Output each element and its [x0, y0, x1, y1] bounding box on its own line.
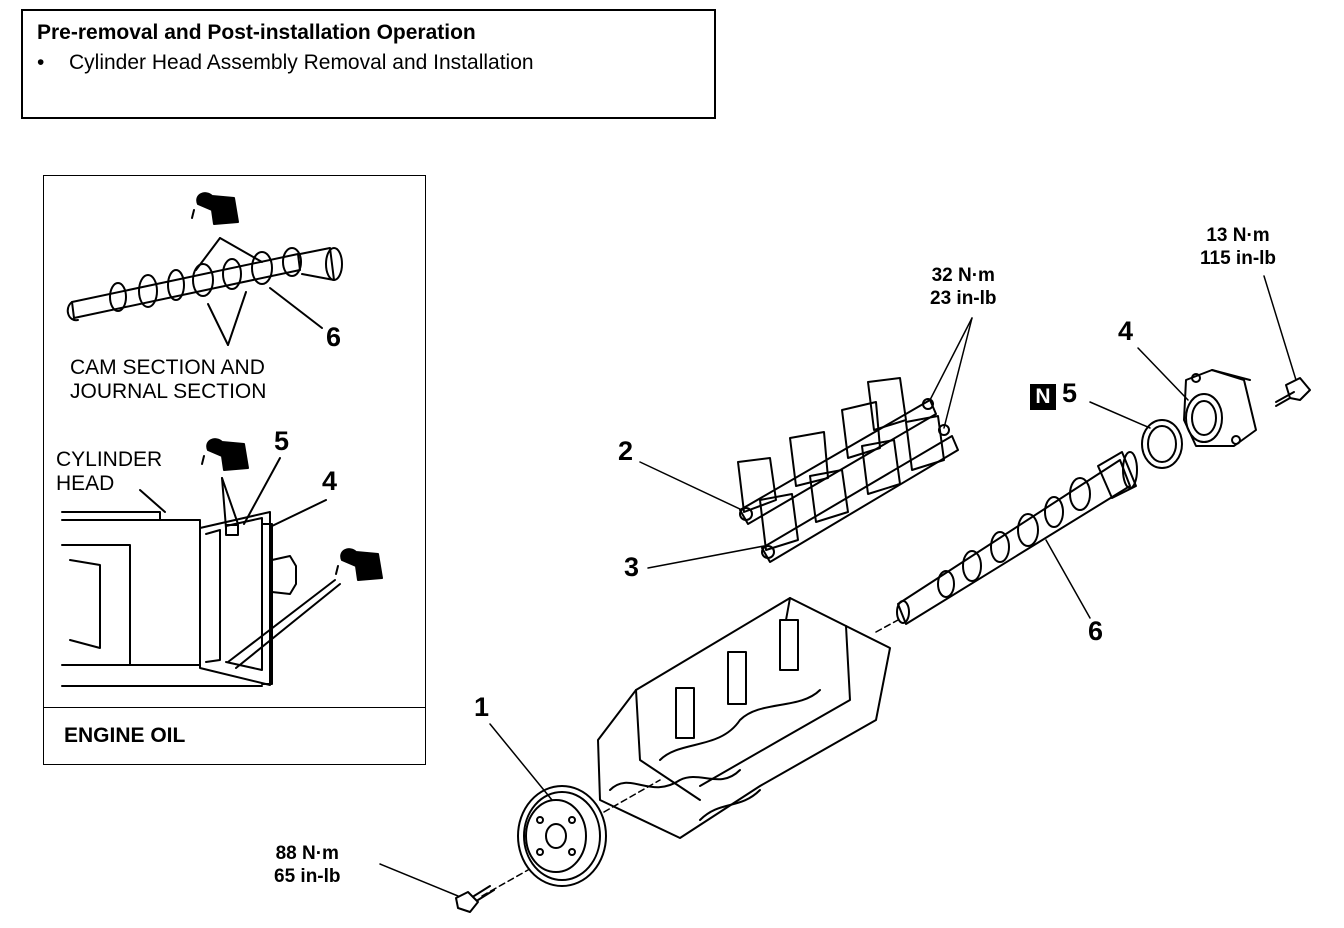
engine-oil-legend: ENGINE OIL: [64, 724, 186, 747]
cylinder-head: [597, 597, 891, 839]
inset-camshaft: [66, 237, 343, 346]
cylinder-label: CYLINDER: [56, 448, 163, 471]
callout-6: 6: [1088, 616, 1104, 646]
bullet-icon: •: [37, 51, 45, 74]
inset-divider: [44, 707, 425, 708]
inset-cylinder-head-section: [61, 457, 341, 687]
leader-lines: [379, 275, 1297, 897]
oil-can-icon: [191, 192, 239, 225]
header-list-item: • Cylinder Head Assembly Removal and Ins…: [37, 51, 534, 75]
thrust-torque-inlb: 115 in-lb: [1200, 248, 1277, 269]
rocker-torque-inlb: 23 in-lb: [930, 288, 997, 309]
thrust-torque-nm: 13 N·m: [1206, 225, 1270, 246]
callout-2: 2: [618, 436, 634, 466]
header-title: Pre-removal and Post-installation Operat…: [37, 21, 476, 44]
thrust-torque-spec: 13 N·m 115 in-lb: [1200, 224, 1276, 270]
sprocket-torque-spec: 88 N·m 65 in-lb: [274, 842, 341, 888]
main-camshaft: [896, 451, 1138, 625]
rocker-torque-spec: 32 N·m 23 in-lb: [930, 264, 997, 310]
oil-can-icon: [335, 548, 383, 581]
rocker-torque-nm: 32 N·m: [931, 265, 995, 286]
sprocket-torque-inlb: 65 in-lb: [274, 866, 341, 887]
inset-callout-4: 4: [322, 466, 338, 496]
inset-callout-5: 5: [274, 426, 290, 456]
callout-1: 1: [474, 692, 490, 722]
head-label: HEAD: [56, 472, 115, 495]
header-box: Pre-removal and Post-installation Operat…: [21, 9, 716, 119]
new-part-badge: N: [1030, 384, 1056, 410]
rocker-arm-assembly: [737, 377, 959, 563]
journal-section-label: JOURNAL SECTION: [70, 380, 267, 403]
header-item-text: Cylinder Head Assembly Removal and Insta…: [69, 51, 534, 74]
thrust-bolt: [1275, 377, 1311, 407]
callout-3: 3: [624, 552, 640, 582]
oil-can-icon: [201, 438, 249, 471]
sprocket-bolt: [455, 885, 495, 913]
sprocket-torque-nm: 88 N·m: [275, 843, 339, 864]
callout-5: 5: [1062, 378, 1078, 408]
cam-section-label: CAM SECTION AND: [70, 356, 265, 379]
o-ring: [1141, 419, 1183, 469]
thrust-case: [1183, 369, 1257, 447]
camshaft-sprocket: [517, 785, 607, 887]
inset-detail-panel: ENGINE OIL: [43, 175, 426, 765]
inset-callout-6: 6: [326, 322, 342, 352]
callout-4: 4: [1118, 316, 1134, 346]
